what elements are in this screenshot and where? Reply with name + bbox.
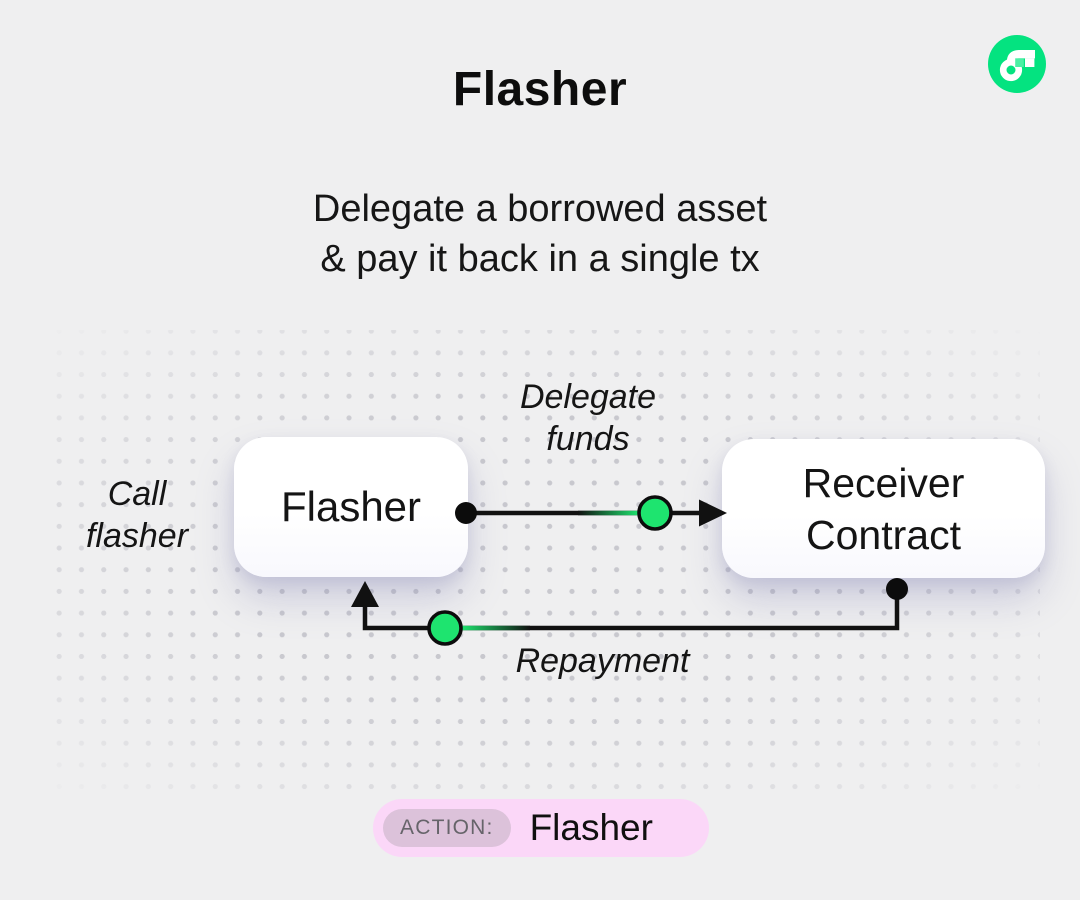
receiver-node-label-line-2: Contract [806, 511, 961, 558]
subtitle-line-2: & pay it back in a single tx [320, 238, 760, 280]
receiver-node-label-line-1: Receiver [802, 459, 965, 506]
action-badge: ACTION: Flasher [373, 799, 709, 857]
flow-brand-logo-icon [988, 35, 1046, 93]
flasher-node-label: Flasher [280, 483, 422, 530]
repayment-label: Repayment [490, 640, 715, 682]
call-flasher-label-line-1: Call [107, 475, 167, 513]
delegate-funds-label: Delegate funds [478, 376, 698, 460]
call-flasher-label-line-2: flasher [85, 517, 189, 555]
subtitle-line-1: Delegate a borrowed asset [312, 188, 768, 230]
delegate-funds-label-line-2: funds [546, 420, 630, 458]
delegate-funds-label-line-1: Delegate [519, 378, 657, 416]
page-title: Flasher [452, 63, 628, 116]
action-value: Flasher [529, 807, 653, 848]
action-chip-label: ACTION: [383, 809, 511, 847]
receiver-contract-node: Receiver Contract [722, 439, 1045, 578]
flasher-node: Flasher [234, 437, 468, 577]
repayment-label-text: Repayment [515, 642, 690, 680]
page-subtitle: Delegate a borrowed asset & pay it back … [0, 184, 1080, 284]
call-flasher-label: Call flasher [37, 473, 237, 557]
